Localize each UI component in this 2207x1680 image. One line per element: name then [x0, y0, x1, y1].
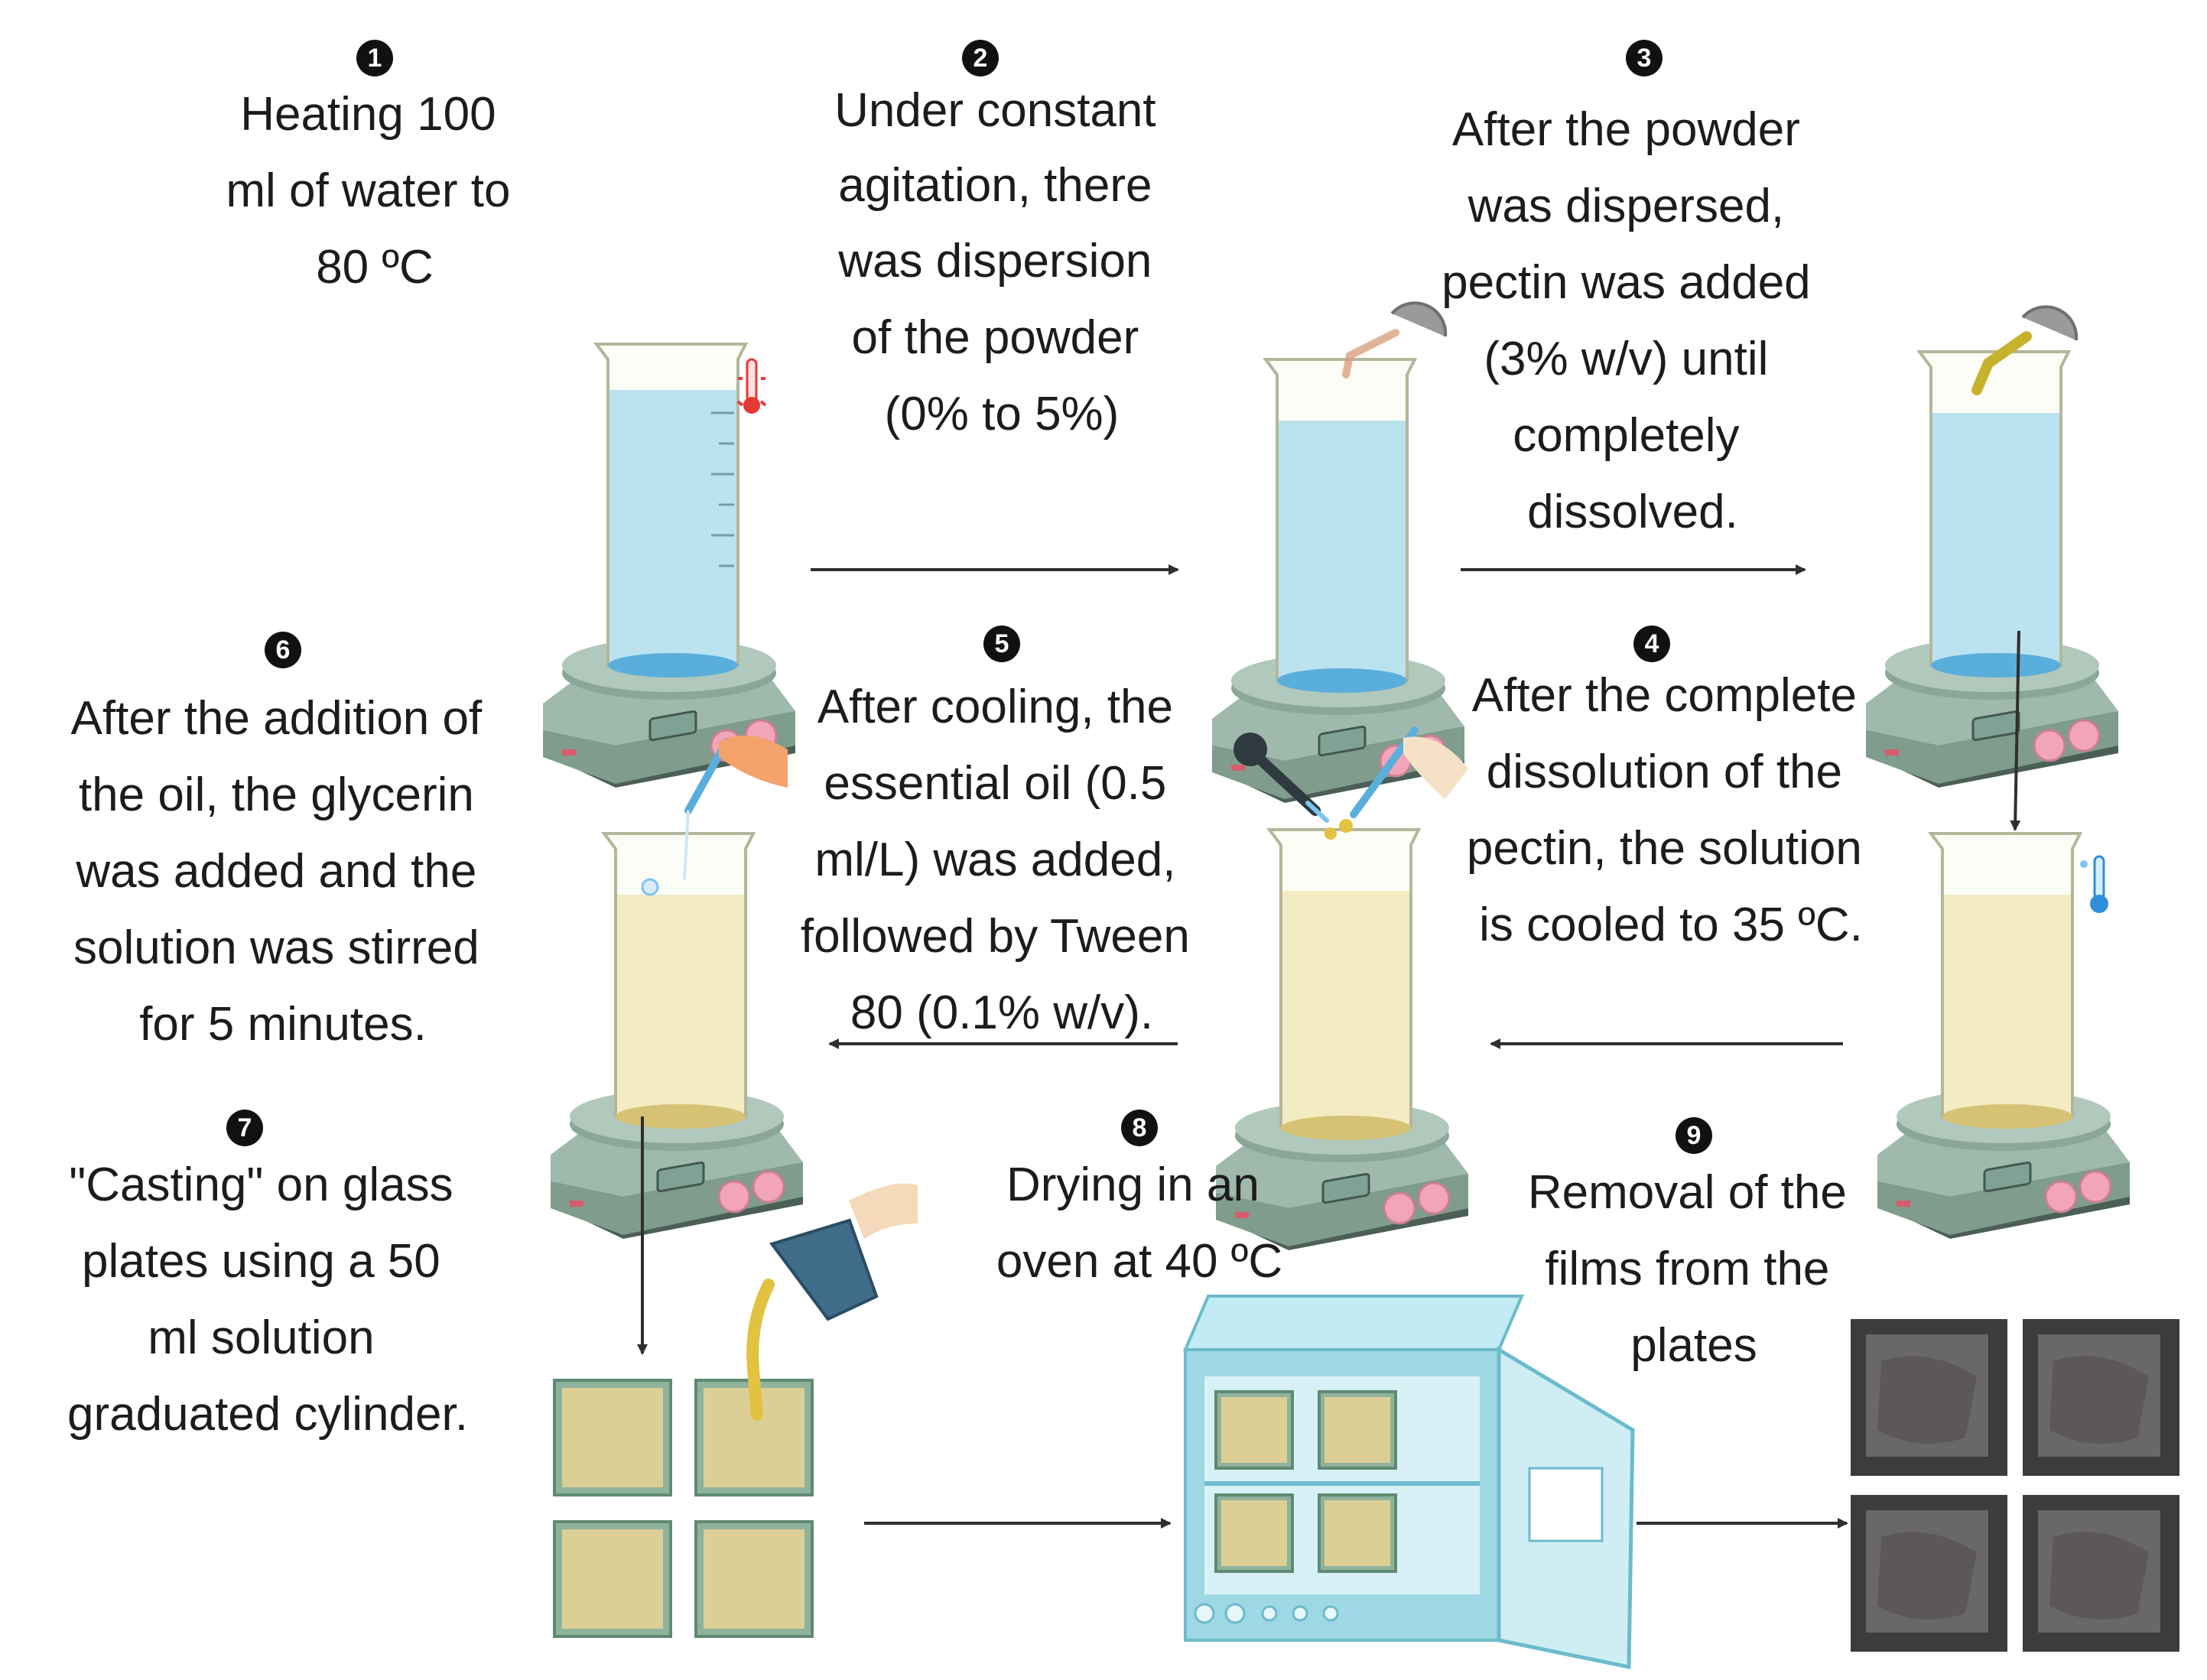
beaker-icon	[1928, 832, 2083, 1129]
step-2-badge: 2	[962, 40, 999, 76]
svg-text:1: 1	[368, 44, 382, 73]
step-9-text: Removal of the films from the plates	[1528, 1166, 1860, 1372]
step-4-badge: 4	[1633, 626, 1670, 662]
svg-text:2: 2	[973, 44, 988, 73]
step-1-apparatus	[541, 343, 797, 789]
pipette-icon	[1339, 726, 1468, 833]
step-3-badge: 3	[1626, 40, 1663, 76]
svg-text:8: 8	[1133, 1113, 1147, 1142]
svg-text:5: 5	[995, 629, 1009, 658]
thermometer-icon	[2080, 855, 2108, 913]
step-8-badge: 8	[1121, 1110, 1158, 1146]
step-8-text: Drying in an oven at 40 ºC	[996, 1158, 1282, 1288]
step-7: 7 "Casting" on glass plates using a 50 m…	[67, 1110, 468, 1441]
oven-icon	[1182, 1295, 1635, 1670]
beaker-icon	[593, 343, 749, 678]
arrow-3-to-4	[2010, 630, 2021, 831]
svg-text:4: 4	[1645, 629, 1659, 658]
step-5: 5 After cooling, the essential oil (0.5 …	[801, 626, 1203, 1039]
step-2-text: Under constant agitation, there was disp…	[834, 84, 1169, 440]
step-3: 3 After the powder was dispersed, pectin…	[1442, 40, 1824, 538]
beaker-icon	[1916, 350, 2072, 678]
powder-scoop-icon	[1971, 305, 2079, 395]
films	[1851, 1319, 2179, 1652]
step-9-badge: 9	[1676, 1117, 1712, 1154]
beaker-icon	[601, 832, 756, 1129]
glass-plates	[553, 1379, 814, 1638]
film-icon	[2023, 1495, 2179, 1652]
step-7-badge: 7	[226, 1110, 263, 1146]
step-5-text: After cooling, the essential oil (0.5 ml…	[801, 681, 1203, 1039]
thermometer-icon	[736, 358, 767, 414]
powder-scoop-icon	[1342, 301, 1448, 379]
pouring-cup-icon	[746, 1183, 918, 1421]
step-8: 8 Drying in an oven at 40 ºC	[996, 1110, 1282, 1288]
svg-text:6: 6	[276, 635, 291, 665]
svg-text:9: 9	[1687, 1121, 1702, 1150]
step-4-text: After the complete dissolution of the pe…	[1467, 669, 1875, 951]
step-1: 1 Heating 100 ml of water to 80 ºC	[226, 40, 523, 294]
step-5-badge: 5	[983, 626, 1020, 662]
svg-text:3: 3	[1637, 44, 1652, 73]
step-7-text: "Casting" on glass plates using a 50 ml …	[67, 1158, 468, 1441]
step-6: 6 After the addition of the oil, the gly…	[71, 632, 496, 1051]
glass-plate-icon	[553, 1379, 672, 1496]
step-3-apparatus	[1864, 305, 2120, 789]
beaker-icon	[1263, 358, 1418, 693]
dropper-icon	[1234, 733, 1337, 840]
glass-plate-icon	[553, 1520, 672, 1638]
film-icon	[2023, 1319, 2179, 1476]
film-icon	[1851, 1495, 2007, 1652]
step-6-apparatus	[549, 736, 804, 1240]
step-1-badge: 1	[356, 40, 393, 76]
step-1-text: Heating 100 ml of water to 80 ºC	[226, 88, 523, 294]
step-4: 4 After the complete dissolution of the …	[1467, 626, 1875, 951]
step-9: 9 Removal of the films from the plates	[1528, 1117, 1860, 1372]
step-6-badge: 6	[265, 632, 301, 668]
step-5-apparatus	[1214, 726, 1470, 1252]
beaker-icon	[1266, 828, 1422, 1140]
step-2-apparatus	[1211, 301, 1466, 804]
step-4-apparatus	[1876, 832, 2131, 1240]
svg-text:7: 7	[238, 1113, 252, 1142]
step-3-text: After the powder was dispersed, pectin w…	[1442, 103, 1824, 538]
glass-plate-icon	[694, 1520, 814, 1638]
step-6-text: After the addition of the oil, the glyce…	[71, 692, 496, 1051]
film-icon	[1851, 1319, 2007, 1476]
pipette-icon	[683, 736, 788, 880]
step-2: 2 Under constant agitation, there was di…	[834, 40, 1169, 440]
